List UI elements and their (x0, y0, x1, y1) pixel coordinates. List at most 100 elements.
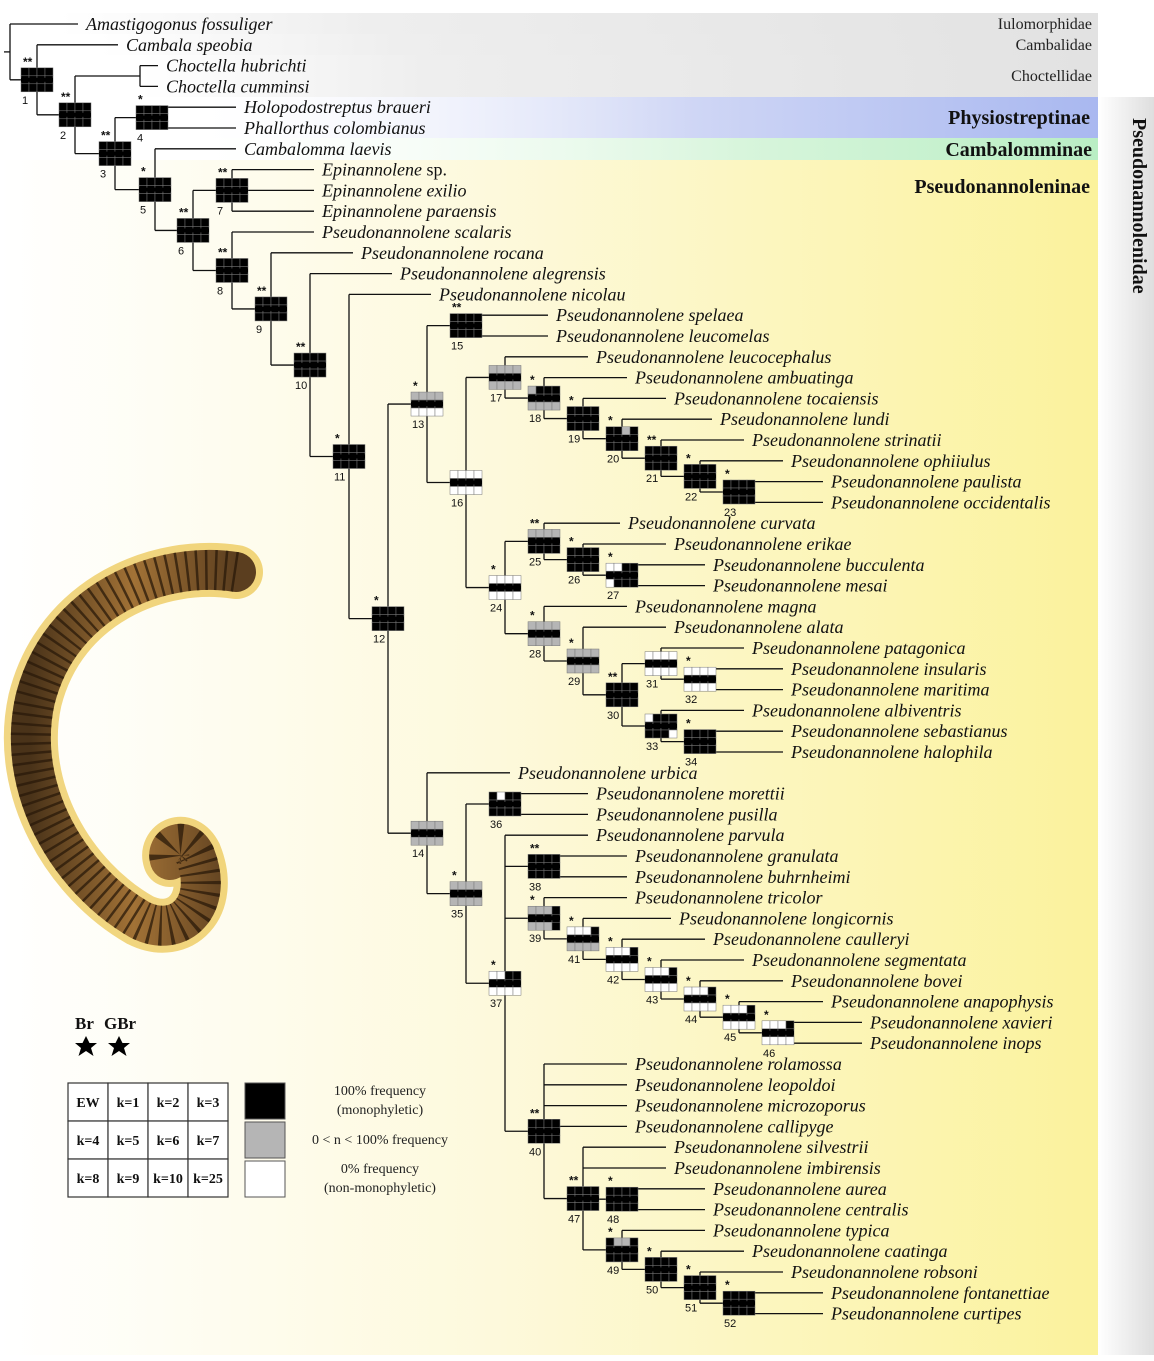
node-number: 26 (568, 575, 580, 587)
k-cell: k=10 (147, 1158, 189, 1198)
node-number: 31 (646, 679, 658, 691)
support-cell (223, 194, 233, 203)
taxon-label: Pseudonannolene tocaiensis (673, 388, 878, 408)
support-box-node-48: *48 (605, 1174, 639, 1226)
support-cell (605, 562, 615, 572)
support-cell (504, 807, 514, 817)
support-cell (691, 1291, 701, 1300)
support-cell (66, 118, 76, 128)
support-cell (644, 667, 654, 676)
support-cell (613, 682, 623, 692)
node-number: 50 (646, 1284, 658, 1296)
support-box-node-21: ** 21 (644, 433, 678, 485)
support-cell (154, 193, 164, 202)
support-cell (98, 141, 108, 150)
support-cell (652, 1257, 662, 1266)
support-cell (629, 682, 639, 692)
node-number: 39 (529, 933, 541, 945)
support-midbar (411, 831, 443, 836)
support-midbar (606, 573, 638, 578)
support-cell (668, 967, 678, 976)
support-cell (106, 141, 116, 150)
support-cell (590, 648, 600, 658)
support-box-node-9: **9 (254, 284, 288, 336)
support-cell (512, 575, 522, 584)
support-cell (270, 296, 280, 306)
taxon-label: Pseudonannolene pusilla (595, 804, 777, 824)
node-number: 33 (646, 741, 658, 753)
support-midbar (450, 480, 482, 485)
taxon-name: Pseudonannolene robsoni (790, 1262, 978, 1282)
bremer-stars: ** (23, 55, 33, 69)
legend-gbr-label: GBr (104, 1014, 137, 1033)
support-cell (761, 1020, 771, 1030)
k-cell: k=1 (107, 1082, 149, 1122)
taxon-name: Pseudonannolene rolamossa (634, 1054, 842, 1074)
support-cell (590, 942, 600, 952)
taxon-label: Pseudonannolene robsoni (790, 1262, 978, 1282)
k-cell: k=6 (147, 1120, 189, 1160)
support-cell (44, 67, 54, 77)
support-cell (551, 905, 561, 915)
support-midbar (59, 112, 91, 117)
taxon-label: Pseudonannolene patagonica (751, 638, 965, 658)
support-cell (504, 791, 514, 801)
bremer-stars: ** (608, 670, 618, 684)
support-cell (691, 666, 701, 676)
support-cell (138, 177, 148, 186)
support-cell (707, 1002, 717, 1012)
k-cell: k=4 (67, 1120, 109, 1160)
taxon-name: Pseudonannolene scalaris (321, 222, 511, 242)
support-midbar (684, 677, 716, 682)
node-number: 17 (490, 392, 502, 404)
support-cell (301, 352, 311, 362)
taxon-name: Pseudonannolene erikae (673, 534, 851, 554)
band-physiostreptinae (200, 97, 1098, 138)
support-cell (582, 926, 592, 936)
support-cell (707, 1291, 717, 1300)
bremer-stars: ** (647, 433, 657, 447)
support-cell (82, 102, 92, 112)
bremer-stars: * (569, 914, 574, 928)
support-cell (629, 698, 639, 708)
support-cell (488, 381, 498, 390)
support-cell (543, 637, 553, 646)
support-cell (465, 329, 475, 338)
taxon-label: Pseudonannolene aurea (712, 1179, 887, 1199)
label-choctellidae: Choctellidae (1011, 68, 1092, 85)
support-midbar (762, 1030, 794, 1035)
node-number: 42 (607, 974, 619, 986)
node-number: 47 (568, 1214, 580, 1226)
support-cell (426, 407, 436, 417)
k-cell: k=8 (67, 1158, 109, 1198)
support-cell (356, 444, 366, 453)
support-cell (496, 381, 506, 390)
support-cell (621, 963, 631, 972)
support-cell (730, 1306, 740, 1316)
node-number: 18 (529, 413, 541, 425)
node-number: 21 (646, 473, 658, 485)
support-cell (582, 547, 592, 556)
support-cell (135, 105, 145, 114)
support-cell (582, 563, 592, 572)
support-midbar (606, 1247, 638, 1252)
taxon-name: Pseudonannolene rocana (360, 243, 544, 263)
support-cell (644, 461, 654, 471)
taxon-name: Pseudonannolene mesai (712, 576, 887, 596)
support-cell (660, 713, 670, 723)
support-cell (527, 921, 537, 931)
node-number: 16 (451, 497, 463, 509)
bremer-stars: * (569, 636, 574, 650)
support-cell (660, 983, 670, 992)
support-box-node-46: *46 (761, 1008, 795, 1060)
support-midbar (723, 1301, 755, 1306)
support-midbar (645, 456, 677, 461)
support-box-node-11: *11 (332, 432, 366, 484)
support-cell (215, 274, 225, 283)
support-cell (317, 368, 327, 378)
support-cell (668, 1273, 678, 1282)
support-cell (566, 664, 576, 674)
support-cell (449, 486, 459, 495)
support-cell (488, 807, 498, 817)
taxon-suffix: sp. (422, 160, 447, 180)
